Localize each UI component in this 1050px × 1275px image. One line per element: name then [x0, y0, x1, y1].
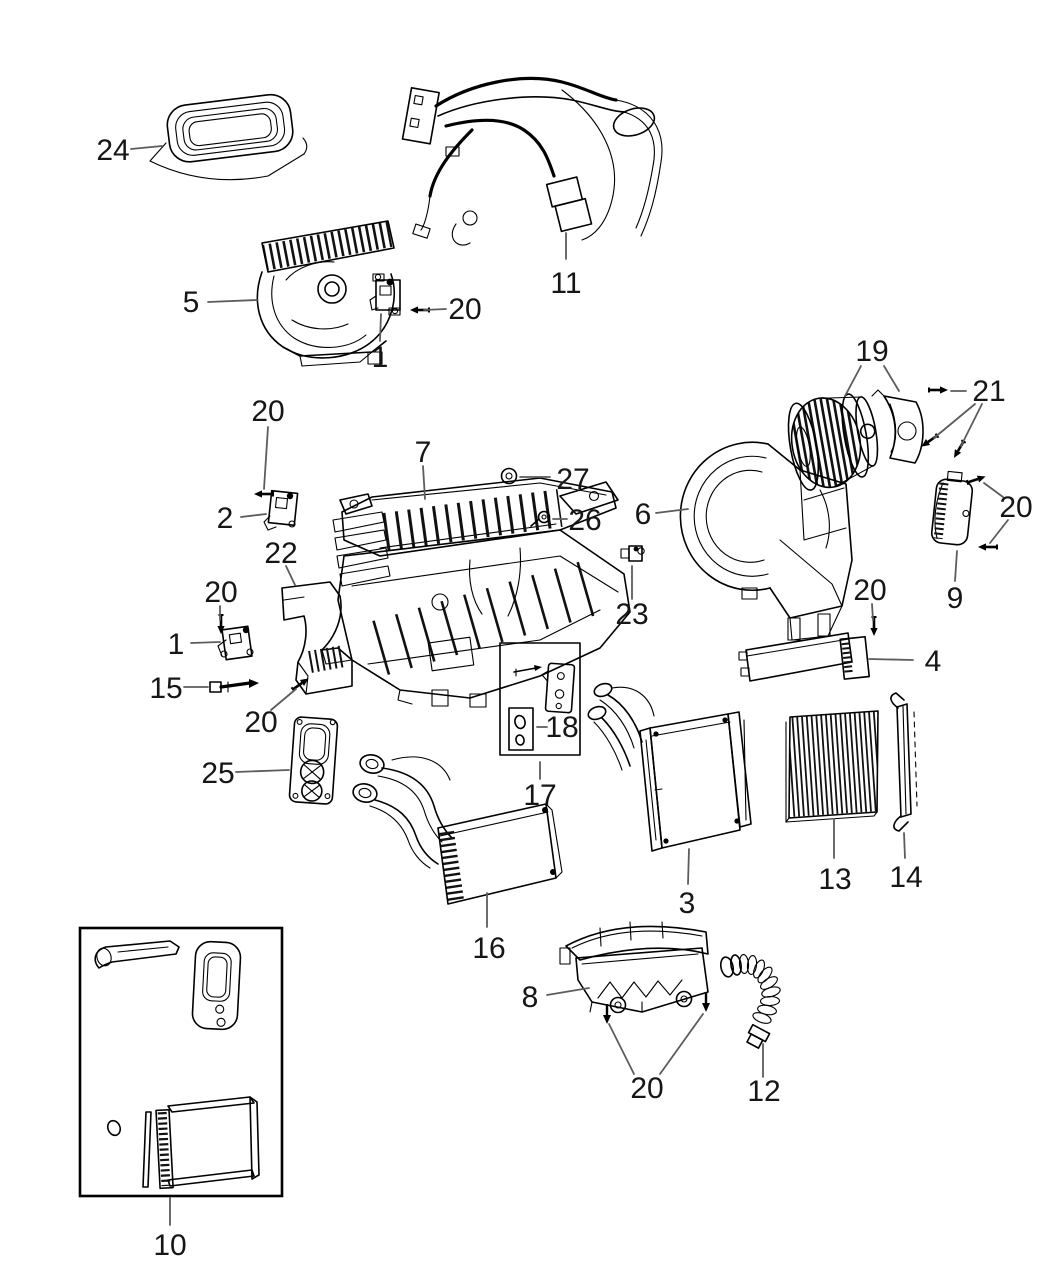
- grommet-27: [500, 467, 518, 485]
- blower-scroll-housing: [679, 441, 853, 641]
- callout-25: 25: [201, 757, 234, 790]
- screw-21-a: [927, 385, 950, 395]
- valve-kit-box-17: [499, 642, 581, 756]
- screw-20-d: [869, 615, 879, 638]
- callout-10: 10: [153, 1229, 186, 1262]
- callout-15: 15: [149, 672, 182, 705]
- callout-22: 22: [264, 537, 297, 570]
- actuator-2: [263, 489, 299, 531]
- cowl-seal: [149, 93, 308, 181]
- blower-motor: [787, 389, 924, 492]
- actuator-1-lower: [217, 625, 254, 661]
- callout-8: 8: [522, 981, 539, 1014]
- callout-5: 5: [183, 286, 200, 319]
- link-rod-15: [209, 679, 259, 693]
- callout-19: 19: [855, 335, 888, 368]
- hvac-housing-upper: [332, 477, 631, 708]
- filter-cover: [890, 692, 918, 832]
- callout-24: 24: [96, 134, 129, 167]
- callout-20-rod: 20: [244, 706, 277, 739]
- screw-20-e: [252, 489, 275, 499]
- heater-core: [352, 754, 563, 905]
- callout-11: 11: [550, 267, 581, 300]
- callout-20-left-top: 20: [251, 395, 284, 428]
- down-arrow-20-b: [702, 992, 710, 1012]
- callout-labels: 24 11 5 1 20 19 21 20 2 7 27 26 6 23 22 …: [96, 134, 1032, 1262]
- callout-2: 2: [217, 502, 234, 535]
- callout-20-upper: 20: [448, 293, 481, 326]
- heater-element: [738, 632, 871, 682]
- callout-13: 13: [818, 863, 851, 896]
- drain-hose: [719, 953, 781, 1049]
- callout-26: 26: [568, 504, 601, 537]
- cabin-air-filter: [785, 710, 879, 823]
- callout-20-heater: 20: [853, 574, 886, 607]
- callout-20-left-mid: 20: [204, 576, 237, 609]
- callout-20-bottom: 20: [630, 1072, 663, 1105]
- callout-21: 21: [972, 375, 1005, 408]
- callout-20-right: 20: [999, 491, 1032, 524]
- callout-3: 3: [679, 887, 696, 920]
- callout-18: 18: [545, 711, 578, 744]
- actuator-upper: [369, 273, 401, 316]
- callout-16: 16: [472, 932, 505, 965]
- callout-1-upper: 1: [372, 341, 389, 374]
- blower-resistor: [930, 470, 974, 546]
- sensor-23: [620, 545, 645, 562]
- mounting-plate-25: [288, 716, 339, 805]
- callout-7: 7: [415, 436, 432, 469]
- screw-26: [530, 510, 551, 527]
- screw-21-c: [949, 438, 968, 462]
- callout-9: 9: [947, 582, 964, 615]
- down-arrow-20-a: [603, 1004, 611, 1024]
- callout-27: 27: [556, 463, 589, 496]
- duct-22: [281, 581, 353, 695]
- evaporator: [587, 682, 752, 852]
- callout-4: 4: [925, 645, 942, 678]
- lower-housing-pan: [559, 921, 709, 1014]
- service-kit-box: [78, 926, 284, 1198]
- callout-12: 12: [747, 1075, 780, 1108]
- callout-17: 17: [523, 779, 556, 812]
- blower-intake-housing: [256, 220, 395, 367]
- callout-14: 14: [889, 861, 922, 894]
- callout-1-lower: 1: [168, 628, 185, 661]
- leader-lines: [130, 145, 1009, 1226]
- screw-20-f: [216, 613, 226, 636]
- callout-6: 6: [635, 498, 652, 531]
- wiring-harness: [401, 76, 663, 246]
- callout-23: 23: [615, 598, 648, 631]
- screw-20-c: [976, 542, 999, 552]
